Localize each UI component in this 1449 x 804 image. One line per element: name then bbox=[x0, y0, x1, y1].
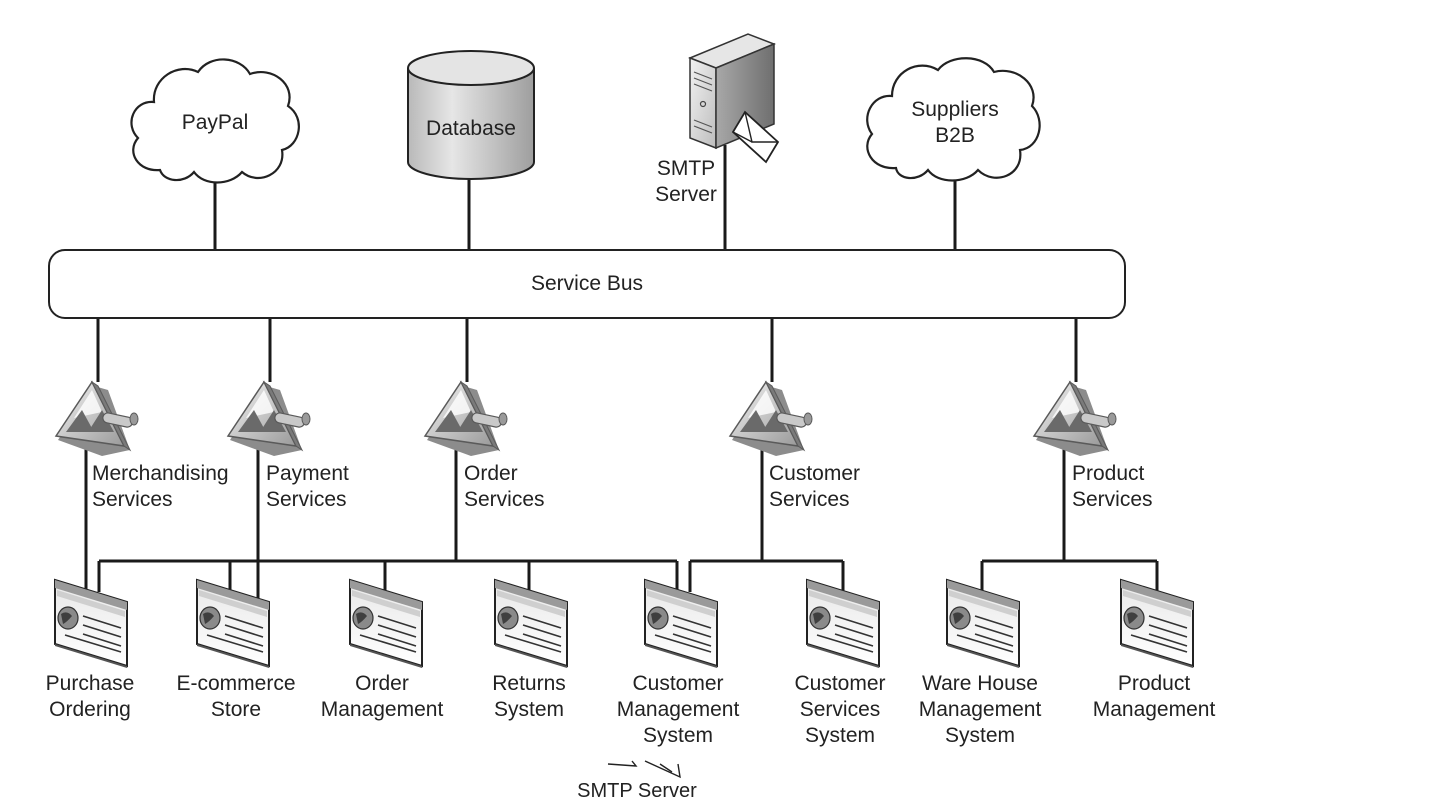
top-connectors bbox=[213, 145, 957, 250]
database-label: Database bbox=[426, 117, 516, 140]
system-connectors bbox=[84, 440, 1159, 604]
system-label: Product bbox=[1117, 672, 1191, 695]
paypal-cloud-icon bbox=[130, 58, 300, 184]
system-label: Management bbox=[616, 698, 740, 721]
customer-management-page-icon bbox=[644, 579, 718, 669]
paypal-label: PayPal bbox=[181, 111, 249, 134]
order-management-page-icon bbox=[349, 579, 423, 669]
service-label: Services bbox=[769, 488, 850, 511]
product-management-page-icon bbox=[1120, 579, 1194, 669]
suppliers-label-line2: B2B bbox=[935, 124, 975, 147]
service-bus-label: Service Bus bbox=[530, 272, 644, 295]
customer-services-system-page-icon bbox=[806, 579, 880, 669]
order-adapter-icon bbox=[424, 381, 508, 457]
payment-adapter-icon bbox=[227, 381, 311, 457]
system-label: System bbox=[642, 724, 714, 747]
service-label: Services bbox=[266, 488, 347, 511]
smtp-server-label-line1: SMTP bbox=[656, 157, 716, 180]
bottom-smtp-server-label: SMTP Server bbox=[577, 780, 697, 802]
system-label: Purchase bbox=[45, 672, 135, 695]
service-bus bbox=[48, 249, 1126, 319]
system-label: Customer bbox=[794, 672, 886, 695]
system-label: Customer bbox=[632, 672, 724, 695]
service-connectors bbox=[96, 319, 1078, 382]
system-label: E-commerce bbox=[176, 672, 296, 695]
system-label: Store bbox=[210, 698, 262, 721]
merchandising-adapter-icon bbox=[55, 381, 139, 457]
database-icon bbox=[407, 50, 535, 180]
system-label: Order bbox=[355, 672, 409, 695]
system-label: Ware House bbox=[922, 672, 1038, 695]
smtp-server-label-line2: Server bbox=[655, 183, 717, 206]
service-label: Payment bbox=[266, 462, 349, 485]
service-label: Product bbox=[1072, 462, 1145, 485]
system-label: Management bbox=[320, 698, 444, 721]
system-label: Management bbox=[918, 698, 1042, 721]
service-label: Merchandising bbox=[92, 462, 229, 485]
product-adapter-icon bbox=[1033, 381, 1117, 457]
system-label: Ordering bbox=[49, 698, 131, 721]
warehouse-management-page-icon bbox=[946, 579, 1020, 669]
service-label: Customer bbox=[769, 462, 861, 485]
service-label: Services bbox=[1072, 488, 1153, 511]
returns-system-page-icon bbox=[494, 579, 568, 669]
service-label: Services bbox=[464, 488, 545, 511]
envelope-icon bbox=[731, 110, 780, 164]
purchase-ordering-page-icon bbox=[54, 579, 128, 669]
system-label: Returns bbox=[492, 672, 566, 695]
service-label: Order bbox=[464, 462, 518, 485]
customer-adapter-icon bbox=[729, 381, 813, 457]
suppliers-cloud-icon bbox=[866, 57, 1041, 182]
suppliers-label-line1: Suppliers bbox=[911, 98, 999, 121]
system-label: Services bbox=[799, 698, 881, 721]
bottom-envelope-fragment-icon bbox=[607, 760, 681, 779]
system-label: Management bbox=[1092, 698, 1216, 721]
system-label: System bbox=[493, 698, 565, 721]
system-label: System bbox=[944, 724, 1016, 747]
service-label: Services bbox=[92, 488, 173, 511]
smtp-server-icon bbox=[687, 33, 777, 150]
system-label: System bbox=[804, 724, 876, 747]
